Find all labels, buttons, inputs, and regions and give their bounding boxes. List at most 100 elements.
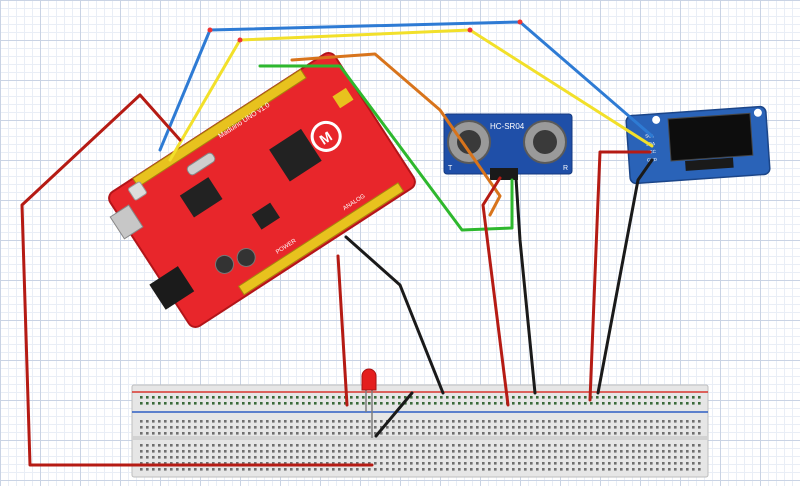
breadboard-hole bbox=[230, 426, 233, 429]
breadboard-hole bbox=[236, 432, 239, 435]
breadboard-hole bbox=[698, 456, 701, 459]
breadboard-hole bbox=[368, 444, 371, 447]
breadboard-hole bbox=[440, 468, 443, 471]
breadboard-hole bbox=[416, 420, 419, 423]
breadboard-hole bbox=[308, 432, 311, 435]
breadboard-hole bbox=[548, 468, 551, 471]
breadboard-hole bbox=[344, 450, 347, 453]
breadboard-hole bbox=[554, 426, 557, 429]
breadboard-hole bbox=[362, 468, 365, 471]
breadboard-hole bbox=[494, 426, 497, 429]
breadboard-hole bbox=[392, 456, 395, 459]
breadboard-hole bbox=[620, 444, 623, 447]
breadboard-hole bbox=[440, 402, 443, 405]
breadboard-hole bbox=[344, 456, 347, 459]
breadboard-hole bbox=[560, 468, 563, 471]
breadboard-hole bbox=[560, 444, 563, 447]
breadboard-hole bbox=[470, 462, 473, 465]
breadboard-hole bbox=[338, 456, 341, 459]
breadboard-hole bbox=[212, 450, 215, 453]
breadboard-hole bbox=[314, 456, 317, 459]
breadboard-hole bbox=[608, 444, 611, 447]
breadboard-hole bbox=[554, 444, 557, 447]
breadboard-hole bbox=[668, 426, 671, 429]
breadboard-hole bbox=[410, 402, 413, 405]
breadboard-hole bbox=[356, 462, 359, 465]
breadboard-hole bbox=[476, 402, 479, 405]
breadboard-hole bbox=[512, 432, 515, 435]
breadboard-hole bbox=[596, 462, 599, 465]
breadboard-hole bbox=[380, 444, 383, 447]
breadboard-hole bbox=[152, 432, 155, 435]
breadboard-hole bbox=[374, 426, 377, 429]
breadboard-hole bbox=[206, 396, 209, 399]
breadboard-hole bbox=[140, 402, 143, 405]
breadboard-hole bbox=[170, 396, 173, 399]
breadboard-hole bbox=[548, 402, 551, 405]
breadboard-hole bbox=[302, 468, 305, 471]
breadboard-hole bbox=[254, 444, 257, 447]
breadboard-hole bbox=[494, 450, 497, 453]
breadboard-hole bbox=[560, 462, 563, 465]
breadboard-hole bbox=[548, 396, 551, 399]
breadboard-hole bbox=[644, 444, 647, 447]
breadboard-hole bbox=[536, 432, 539, 435]
breadboard-hole bbox=[302, 432, 305, 435]
breadboard-hole bbox=[548, 426, 551, 429]
breadboard-hole bbox=[500, 426, 503, 429]
breadboard-hole bbox=[458, 432, 461, 435]
breadboard-hole bbox=[176, 402, 179, 405]
breadboard-hole bbox=[254, 396, 257, 399]
breadboard-hole bbox=[332, 426, 335, 429]
breadboard-hole bbox=[446, 426, 449, 429]
breadboard-hole bbox=[398, 426, 401, 429]
breadboard-hole bbox=[194, 468, 197, 471]
breadboard-hole bbox=[182, 402, 185, 405]
breadboard-hole bbox=[176, 396, 179, 399]
breadboard-hole bbox=[602, 420, 605, 423]
oled-pin-vcc: VCC bbox=[646, 149, 657, 155]
breadboard-hole bbox=[362, 456, 365, 459]
breadboard-hole bbox=[602, 426, 605, 429]
breadboard-hole bbox=[338, 420, 341, 423]
breadboard-hole bbox=[380, 402, 383, 405]
breadboard-hole bbox=[338, 396, 341, 399]
breadboard-hole bbox=[242, 444, 245, 447]
breadboard-hole bbox=[278, 456, 281, 459]
breadboard-hole bbox=[452, 432, 455, 435]
breadboard-hole bbox=[218, 426, 221, 429]
breadboard-hole bbox=[422, 456, 425, 459]
breadboard-hole bbox=[500, 468, 503, 471]
breadboard-hole bbox=[416, 450, 419, 453]
wire-sda bbox=[168, 28, 654, 162]
breadboard-hole bbox=[224, 420, 227, 423]
breadboard-hole bbox=[308, 450, 311, 453]
breadboard-hole bbox=[548, 432, 551, 435]
breadboard-hole bbox=[344, 468, 347, 471]
breadboard-hole bbox=[296, 432, 299, 435]
breadboard-hole bbox=[668, 462, 671, 465]
breadboard-hole bbox=[440, 462, 443, 465]
breadboard-hole bbox=[662, 396, 665, 399]
breadboard-hole bbox=[362, 432, 365, 435]
breadboard-hole bbox=[488, 468, 491, 471]
breadboard-hole bbox=[608, 462, 611, 465]
breadboard-hole bbox=[698, 396, 701, 399]
breadboard-hole bbox=[452, 462, 455, 465]
wire-oled-gnd bbox=[596, 158, 654, 395]
breadboard-hole bbox=[308, 462, 311, 465]
breadboard-hole bbox=[464, 432, 467, 435]
breadboard-hole bbox=[530, 462, 533, 465]
breadboard-hole bbox=[500, 396, 503, 399]
breadboard-hole bbox=[686, 468, 689, 471]
breadboard-hole bbox=[440, 426, 443, 429]
breadboard-hole bbox=[506, 456, 509, 459]
breadboard-hole bbox=[536, 426, 539, 429]
breadboard-hole bbox=[590, 444, 593, 447]
breadboard-hole bbox=[668, 420, 671, 423]
breadboard-hole bbox=[404, 426, 407, 429]
breadboard-hole bbox=[524, 426, 527, 429]
breadboard-hole bbox=[278, 450, 281, 453]
arduino-board: M Maduino UNO v1.0 POWER ANALOG bbox=[108, 51, 416, 329]
led bbox=[361, 368, 377, 438]
